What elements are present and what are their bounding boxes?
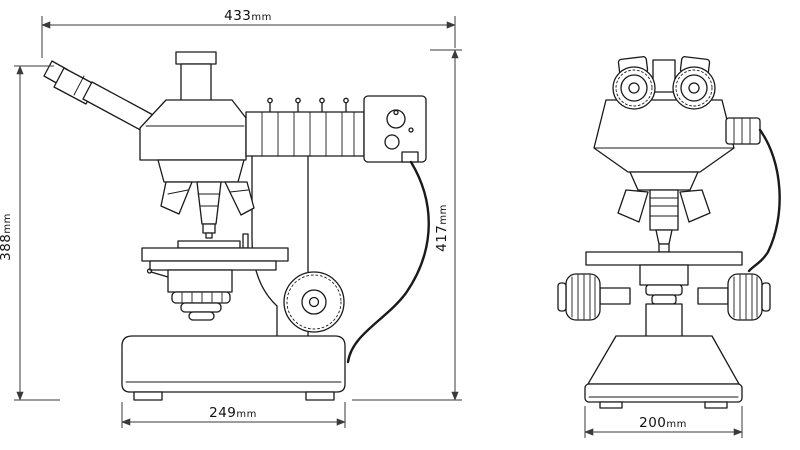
front-condenser-column [639,264,689,339]
front-cord [747,128,781,273]
dimension-label-overall-width: 433mm [224,8,272,24]
dimension-overall-height: 417mm [352,49,462,401]
front-nosepiece-objectives [617,171,711,253]
side-base [121,335,346,401]
dimension-label-overall-height: 417mm [434,204,450,252]
front-photo-adapter [725,117,761,145]
side-view [43,51,430,401]
front-stage [585,251,743,266]
front-view [557,56,781,409]
front-head [593,99,735,173]
side-head [139,99,247,161]
front-right-focus-knob [697,273,771,321]
front-base [584,335,743,409]
dimension-base-width: 200mm [584,406,743,438]
side-phototube [175,51,217,105]
side-condenser [146,268,233,321]
side-lamp-housing [363,95,427,163]
dimension-label-base-depth: 249mm [209,405,257,421]
dimension-label-base-width: 200mm [639,415,687,431]
dimension-label-eyepiece-height: 388mm [0,213,14,261]
side-illuminator-tube [245,97,365,157]
side-stage [141,233,289,271]
dimension-overall-width: 433mm [41,8,456,58]
dimension-annotations: 433mm 388mm 417mm 249mm 200m [0,8,743,438]
front-eyepieces-icon [612,66,716,110]
side-nosepiece-objectives [157,159,255,239]
power-cord [346,160,430,364]
side-eyepiece-icon [43,60,156,134]
front-left-focus-knob [557,273,631,321]
side-focus-knob [283,271,345,333]
dimension-eyepiece-height: 388mm [0,65,60,401]
dimension-base-depth: 249mm [121,402,346,428]
